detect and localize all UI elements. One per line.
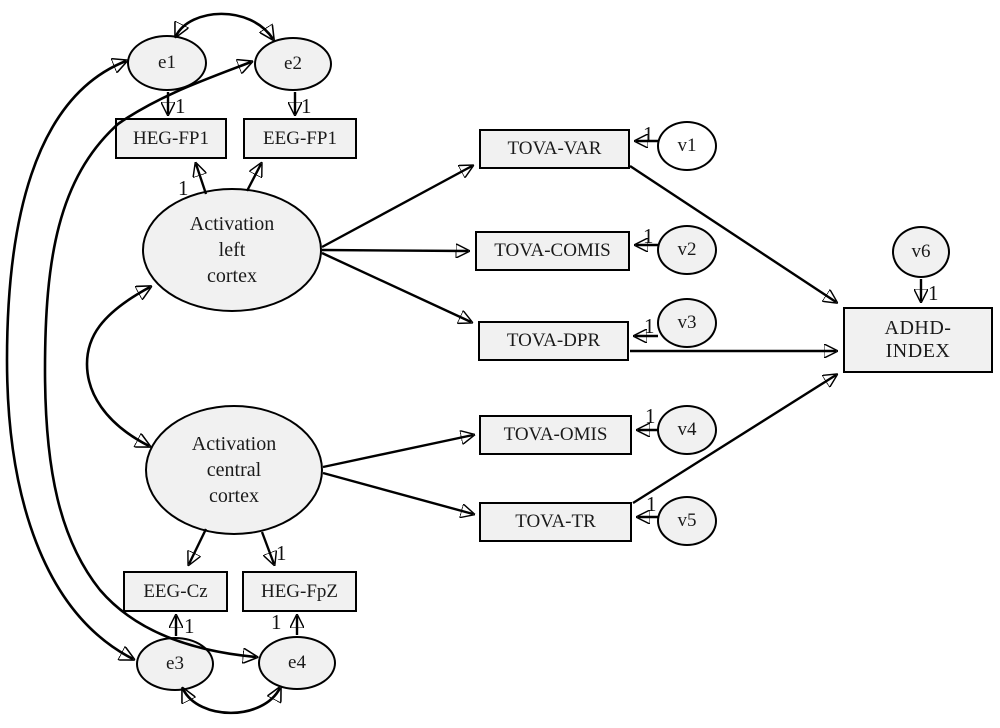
- node-v6: v6: [892, 226, 950, 278]
- arrow-actleft-to-tova-var: [321, 166, 472, 249]
- node-e3: e3: [136, 637, 214, 691]
- node-e3-label: e3: [166, 653, 184, 675]
- node-activation-left-cortex: Activation left cortex: [142, 188, 322, 312]
- weight-v3-tova-dpr: 1: [644, 314, 655, 338]
- covariance-actleft-actcentral: [85, 287, 150, 446]
- node-eeg-fp1: EEG-FP1: [243, 118, 357, 159]
- node-v4: v4: [657, 405, 717, 455]
- weight-actleft-heg-fp1: 1: [178, 176, 189, 200]
- node-tova-comis-label: TOVA-COMIS: [494, 240, 611, 262]
- node-e2-label: e2: [284, 53, 302, 75]
- node-adhd-index-label: ADHD- INDEX: [884, 317, 952, 362]
- weight-v2-tova-comis: 1: [643, 224, 654, 248]
- weight-v1-tova-var: 1: [643, 122, 654, 146]
- node-tova-dpr-label: TOVA-DPR: [506, 330, 601, 352]
- arrow-actleft-to-tova-comis: [321, 250, 468, 251]
- node-v1: v1: [657, 121, 717, 171]
- node-activation-central-cortex-label: Activation central cortex: [191, 433, 277, 507]
- node-tova-var-label: TOVA-VAR: [507, 138, 602, 160]
- arrow-actcentral-to-eeg-cz: [189, 528, 208, 564]
- node-v4-label: v4: [677, 419, 697, 441]
- node-v3: v3: [657, 298, 717, 348]
- weight-e3-eeg-cz: 1: [184, 614, 195, 638]
- node-e4-label: e4: [288, 652, 306, 674]
- arrow-actcentral-to-tova-tr: [322, 471, 473, 514]
- node-heg-fp1-label: HEG-FP1: [132, 127, 209, 149]
- node-heg-fpz: HEG-FpZ: [242, 571, 357, 612]
- node-tova-omis: TOVA-OMIS: [479, 415, 632, 455]
- arrow-actcentral-to-heg-fpz: [260, 531, 274, 564]
- node-v5: v5: [657, 496, 717, 546]
- node-adhd-index: ADHD- INDEX: [843, 307, 993, 373]
- node-tova-dpr: TOVA-DPR: [478, 321, 629, 361]
- covariance-e1-e2: [176, 12, 273, 39]
- weight-v6-adhd-index: 1: [928, 281, 939, 305]
- node-e1-label: e1: [158, 52, 176, 74]
- node-activation-central-cortex: Activation central cortex: [145, 405, 323, 535]
- node-eeg-cz-label: EEG-Cz: [143, 580, 208, 602]
- arrow-actcentral-to-tova-omis: [322, 435, 473, 469]
- weight-e4-heg-fpz: 1: [271, 610, 282, 634]
- node-eeg-cz: EEG-Cz: [123, 571, 228, 612]
- node-heg-fp1: HEG-FP1: [115, 118, 227, 159]
- node-e1: e1: [127, 35, 207, 91]
- covariance-e3-e4: [183, 688, 280, 715]
- node-v1-label: v1: [677, 135, 697, 157]
- node-tova-omis-label: TOVA-OMIS: [503, 424, 608, 446]
- node-e2: e2: [254, 37, 332, 91]
- weight-e2-eeg-fp1: 1: [301, 94, 312, 118]
- node-v3-label: v3: [677, 312, 697, 334]
- node-tova-tr: TOVA-TR: [479, 502, 632, 542]
- node-v6-label: v6: [911, 241, 931, 263]
- weight-v4-tova-omis: 1: [645, 404, 656, 428]
- node-tova-tr-label: TOVA-TR: [515, 511, 596, 533]
- arrow-actleft-to-heg-fp1: [196, 164, 208, 195]
- node-activation-left-cortex-label: Activation left cortex: [189, 213, 275, 287]
- node-v2: v2: [657, 225, 717, 275]
- weight-e1-heg-fp1: 1: [175, 94, 186, 118]
- node-v5-label: v5: [677, 510, 697, 532]
- node-tova-comis: TOVA-COMIS: [475, 231, 630, 271]
- weight-actcentral-heg-fpz: 1: [276, 541, 287, 565]
- node-v2-label: v2: [677, 239, 697, 261]
- weight-v5-tova-tr: 1: [646, 492, 657, 516]
- node-eeg-fp1-label: EEG-FP1: [263, 127, 337, 149]
- arrow-actleft-to-eeg-fp1: [245, 164, 261, 192]
- node-heg-fpz-label: HEG-FpZ: [260, 580, 339, 602]
- node-e4: e4: [258, 636, 336, 690]
- node-tova-var: TOVA-VAR: [479, 129, 630, 169]
- arrow-actleft-to-tova-dpr: [321, 251, 471, 322]
- arrow-tova-var-to-adhd-index: [629, 164, 836, 302]
